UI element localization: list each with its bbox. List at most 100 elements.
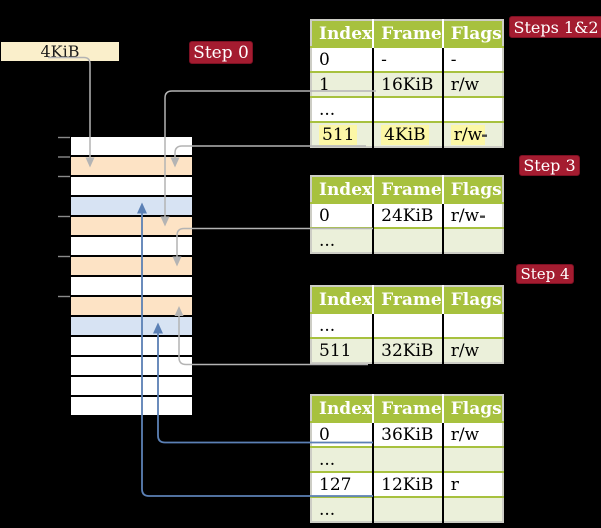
table-cell: 0 <box>311 202 374 228</box>
table-cell: 4KiB <box>372 121 443 147</box>
step-0-label: Step 0 <box>189 41 253 64</box>
table-cell <box>372 496 443 522</box>
table-row: 511 4KiB r/w <box>311 121 503 147</box>
table-row: ... <box>311 496 503 522</box>
table-header-cell: Frame <box>372 286 443 313</box>
table-row: ... <box>311 227 503 253</box>
table-cell: 511 <box>311 121 374 147</box>
table-header-cell: Flags <box>441 286 503 313</box>
step-0-text: Step 0 <box>193 42 249 63</box>
table-cell: - <box>441 46 503 72</box>
table-cell <box>372 446 443 472</box>
memory-row-9 <box>71 317 192 337</box>
table-cell <box>441 227 503 253</box>
table-cell: 32KiB <box>372 337 443 363</box>
table-cell <box>441 496 503 522</box>
memory-row-6 <box>71 257 192 277</box>
step-4-text: Step 4 <box>520 265 570 283</box>
table-cell: 0 <box>311 46 374 72</box>
table-cell: r/w <box>441 337 503 363</box>
table-header-cell: Index <box>311 176 374 203</box>
table-cell: r <box>441 471 503 497</box>
table-cell <box>441 446 503 472</box>
memory-row-10 <box>71 337 192 357</box>
table-cell: 36KiB <box>372 421 443 447</box>
table-header-cell: Index <box>311 395 374 422</box>
memory-row-4 <box>71 217 192 237</box>
memory-row-0 <box>71 137 192 157</box>
table-cell <box>372 312 443 338</box>
physical-memory-strip <box>71 137 192 417</box>
table-row: ... <box>311 96 503 122</box>
table-cell <box>372 227 443 253</box>
table-cell <box>441 312 503 338</box>
table-cell: ... <box>311 312 374 338</box>
table-cell: 511 <box>311 337 374 363</box>
memory-row-3 <box>71 197 192 217</box>
table-header-cell: Index <box>311 286 374 313</box>
highlighted-value: 511 <box>319 124 358 145</box>
table-cell: 1 <box>311 71 374 97</box>
memory-row-13 <box>71 397 192 417</box>
memory-row-1 <box>71 157 192 177</box>
memory-row-11 <box>71 357 192 377</box>
highlighted-value: r/w <box>450 124 486 145</box>
frame-size-box: 4KiB <box>1 42 119 61</box>
memory-row-5 <box>71 237 192 257</box>
frame-size-label: 4KiB <box>40 42 80 61</box>
table-cell: ... <box>311 496 374 522</box>
step-3-label: Step 3 <box>519 155 580 176</box>
table-cell <box>372 96 443 122</box>
table-cell: r/w <box>441 421 503 447</box>
table-cell: 0 <box>311 421 374 447</box>
memory-row-8 <box>71 297 192 317</box>
steps-1-2-label: Steps 1&2 <box>509 16 601 38</box>
table-header-cell: Frame <box>372 20 443 47</box>
table-cell <box>441 96 503 122</box>
address-tick-marks <box>58 136 70 298</box>
table-cell: r/w <box>441 71 503 97</box>
table-cell: 12KiB <box>372 471 443 497</box>
memory-row-12 <box>71 377 192 397</box>
step-3-text: Step 3 <box>523 156 576 175</box>
memory-row-2 <box>71 177 192 197</box>
steps-1-2-text: Steps 1&2 <box>513 17 599 37</box>
table-cell: r/w <box>441 202 503 228</box>
table-header-cell: Flags <box>441 176 503 203</box>
table-cell: r/w <box>441 121 503 147</box>
table-cell: ... <box>311 446 374 472</box>
table-header-cell: Frame <box>372 395 443 422</box>
highlighted-value: 4KiB <box>381 124 429 145</box>
table-row: ... <box>311 446 503 472</box>
table-header-cell: Flags <box>441 20 503 47</box>
table-row: ... <box>311 312 503 338</box>
step-4-label: Step 4 <box>516 264 574 284</box>
memory-row-7 <box>71 277 192 297</box>
table-cell: 16KiB <box>372 71 443 97</box>
table-cell: ... <box>311 227 374 253</box>
table-header-cell: Flags <box>441 395 503 422</box>
table-cell: - <box>372 46 443 72</box>
table-header-cell: Index <box>311 20 374 47</box>
table-header-cell: Frame <box>372 176 443 203</box>
table-cell: ... <box>311 96 374 122</box>
table-cell: 127 <box>311 471 374 497</box>
table-cell: 24KiB <box>372 202 443 228</box>
